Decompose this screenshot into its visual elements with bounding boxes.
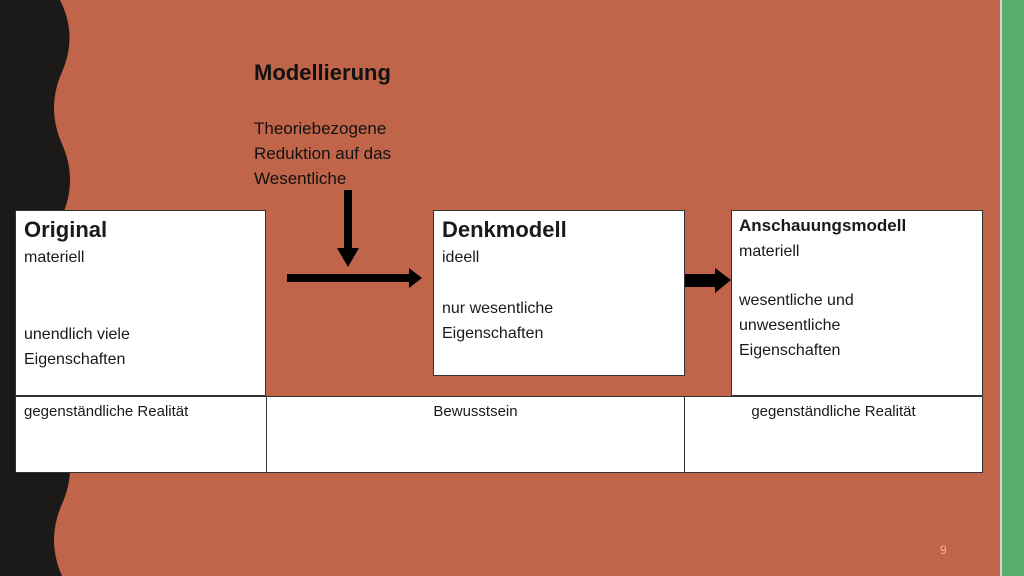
slide-subtitle: Theoriebezogene Reduktion auf das Wesent… (254, 119, 392, 188)
green-accent-bar (1002, 0, 1024, 576)
original-property: materiell (24, 249, 85, 266)
right-arrow-denkmodell-to-anschauungsmodell (685, 268, 731, 293)
down-arrow (337, 190, 359, 267)
box-anschauungsmodell: Anschauungsmodell materiell wesentliche … (731, 210, 983, 396)
original-title: Original (24, 217, 108, 242)
right-accent-strip (1000, 0, 1024, 576)
anschauungsmodell-property: materiell (739, 243, 800, 260)
table-cell-consciousness: Bewusstsein (267, 397, 685, 472)
box-denkmodell: Denkmodell ideell nur wesentliche Eigens… (433, 210, 685, 376)
anschauungsmodell-title: Anschauungsmodell (739, 216, 907, 235)
denkmodell-property: ideell (442, 249, 480, 266)
denkmodell-title: Denkmodell (442, 217, 567, 242)
table-cell-reality-left: gegenständliche Realität (16, 397, 267, 472)
page-number: 9 (940, 543, 947, 557)
table-cell-reality-right: gegenständliche Realität (751, 403, 916, 420)
anschauungsmodell-description: wesentliche und unwesentliche Eigenschaf… (739, 292, 854, 359)
original-description: unendlich viele Eigenschaften (24, 326, 130, 368)
reality-table: gegenständliche Realität Bewusstsein geg… (15, 396, 983, 473)
denkmodell-description: nur wesentliche Eigenschaften (442, 300, 554, 342)
box-original: Original materiell unendlich viele Eigen… (15, 210, 266, 396)
slide-title: Modellierung (254, 60, 391, 85)
right-arrow-original-to-denkmodell (287, 268, 422, 288)
